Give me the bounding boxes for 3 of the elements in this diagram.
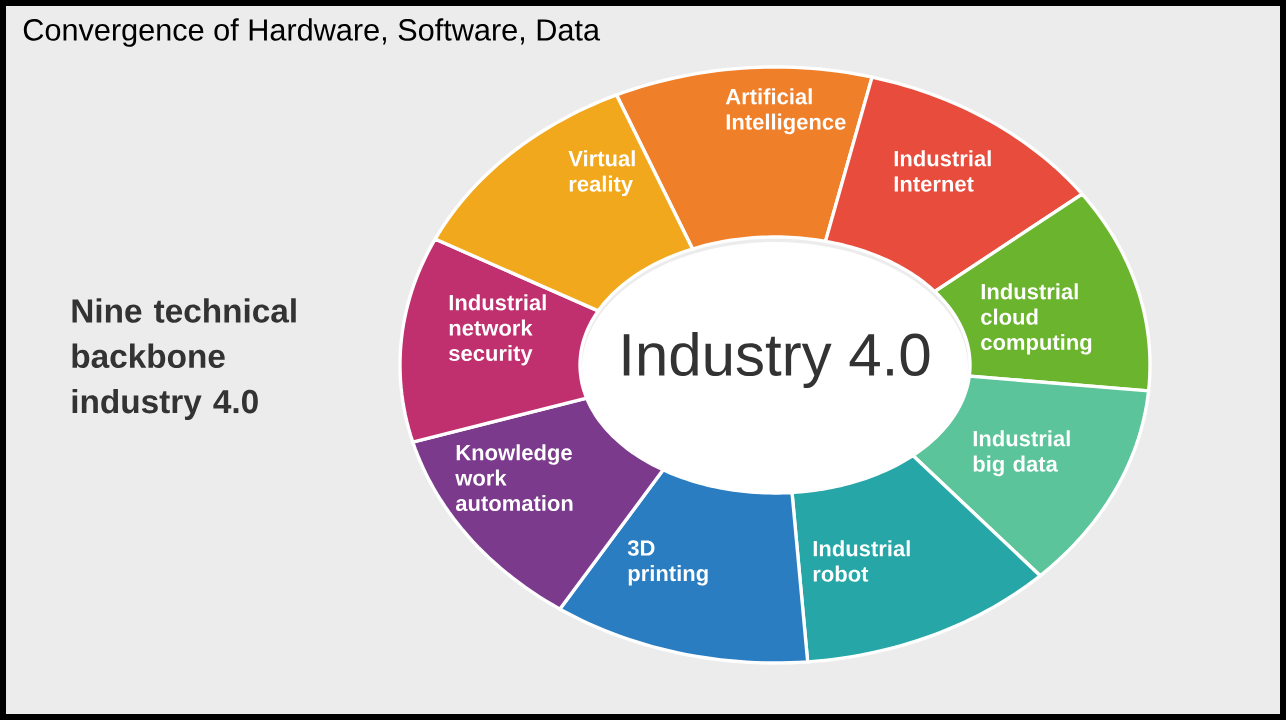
- title: Convergence of Hardware, Software, Data: [23, 18, 601, 47]
- ring-segment: Industrial cloud computing: [932, 191, 1152, 393]
- side-caption: Nine technical backbone industry 4.0: [72, 298, 296, 420]
